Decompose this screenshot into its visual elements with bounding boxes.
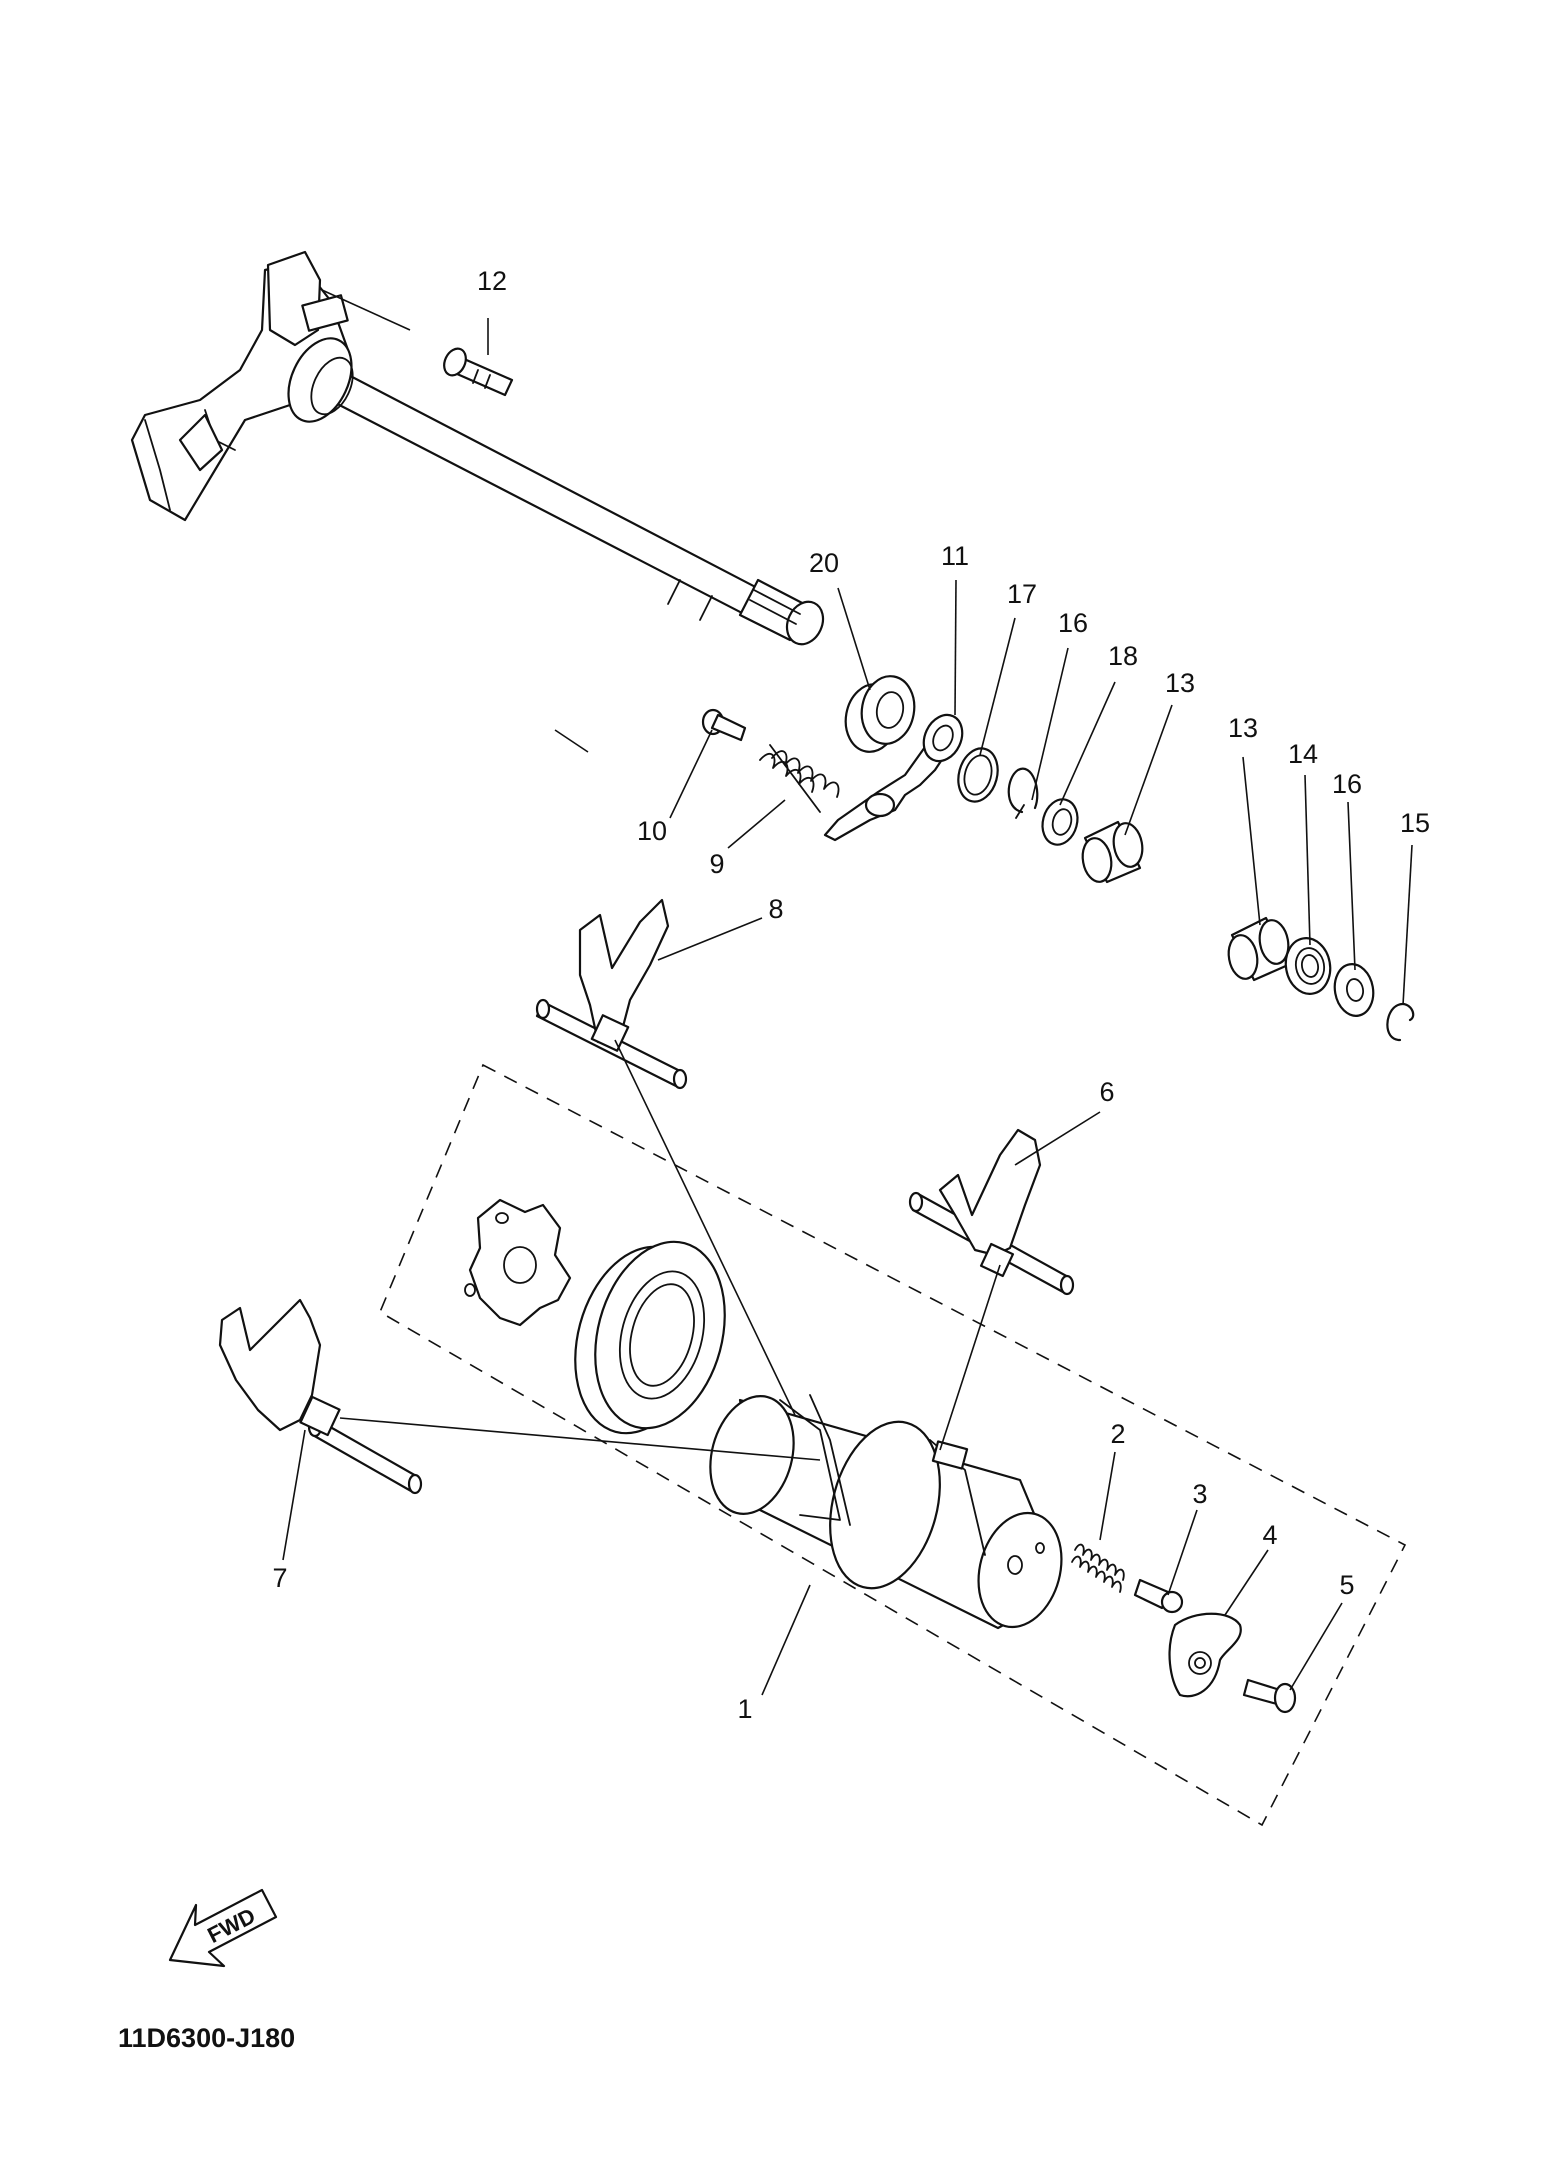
callout-10: 10: [637, 816, 667, 846]
shift-shaft: [130, 250, 825, 646]
callout-19: 18: [1108, 641, 1138, 671]
callout-13-lower: 13: [1228, 713, 1258, 743]
callout-8: 8: [768, 894, 783, 924]
callout-5: 5: [1339, 1570, 1354, 1600]
callout-15: 15: [1400, 808, 1430, 838]
bearing-14: [1284, 937, 1332, 995]
bearing-13a: [1081, 820, 1144, 884]
fwd-arrow-icon: FWD: [168, 1888, 278, 1968]
callout-3: 3: [1192, 1479, 1207, 1509]
shift-fork-7: [218, 1298, 423, 1495]
callout-17: 16: [1058, 608, 1088, 638]
callout-12: 12: [477, 266, 507, 296]
circlip-18: [957, 747, 999, 803]
callout-2: 2: [1110, 1419, 1125, 1449]
callouts: 12 20 11 17 16 18 13 13 14 16 15 10 9 8 …: [272, 266, 1430, 1724]
callout-1: 1: [737, 1694, 752, 1724]
callout-7: 7: [272, 1563, 287, 1593]
washer-16: [1333, 963, 1375, 1017]
callout-11: 11: [941, 541, 969, 571]
spring-9: [759, 744, 840, 813]
circlip-15: [1386, 1002, 1415, 1042]
callout-13-upper: 13: [1165, 668, 1195, 698]
callout-9: 9: [709, 849, 724, 879]
stopper-lever-11: [823, 713, 964, 842]
shift-fork-6: [908, 1128, 1075, 1296]
pin-10: [701, 708, 747, 742]
callout-18: 17: [1007, 579, 1037, 609]
callout-14: 14: [1288, 739, 1318, 769]
callout-16: 16: [1332, 769, 1362, 799]
bolt-12: [443, 347, 514, 397]
callout-20: 20: [809, 548, 839, 578]
bearing-13b: [1227, 916, 1290, 982]
shift-fork-8: [535, 898, 688, 1090]
callout-4: 4: [1262, 1520, 1277, 1550]
diagram-code: 11D6300-J180: [118, 2023, 295, 2053]
collar-20: [844, 675, 916, 753]
washer-19: [1041, 798, 1079, 846]
callout-6: 6: [1099, 1077, 1114, 1107]
shift-drum-assembly-1: [378, 1063, 1407, 1827]
leader-lines: [282, 289, 1413, 1696]
circlip-17: [1007, 767, 1039, 819]
